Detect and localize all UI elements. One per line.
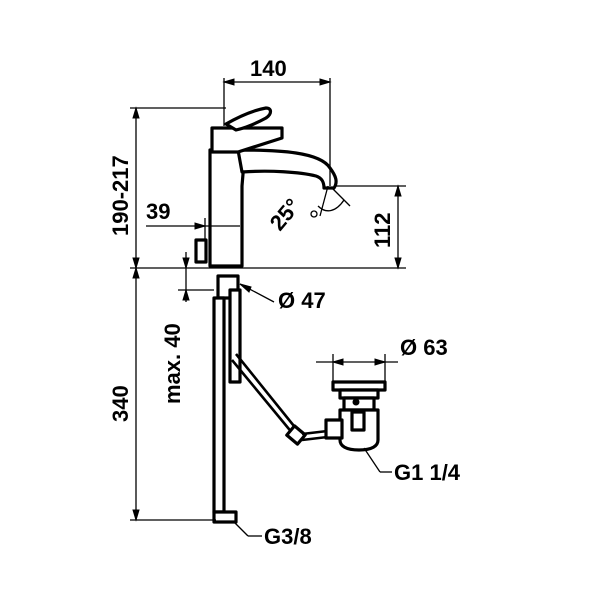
dimension-labels: 140 190-217 39 25° 112 Ø 47 max. 40 340 … [108, 56, 461, 549]
dimension-lines [130, 78, 406, 537]
dim-spout-reach: 140 [250, 56, 287, 81]
dim-total-height: 340 [108, 385, 133, 422]
dim-height-range: 190-217 [108, 155, 133, 236]
dim-body-diameter: Ø 47 [278, 288, 326, 313]
dim-max-thickness: max. 40 [160, 323, 185, 404]
dim-supply-thread: G3/8 [264, 524, 312, 549]
dim-spout-angle: 25° [265, 194, 306, 236]
dim-waste-diameter: Ø 63 [400, 335, 448, 360]
supply-hoses [212, 274, 337, 524]
faucet-body [194, 106, 338, 268]
dim-lever-offset: 39 [146, 199, 170, 224]
dim-spout-height: 112 [370, 213, 395, 249]
waste-assembly [324, 380, 387, 452]
dim-waste-thread: G1 1/4 [394, 460, 461, 485]
